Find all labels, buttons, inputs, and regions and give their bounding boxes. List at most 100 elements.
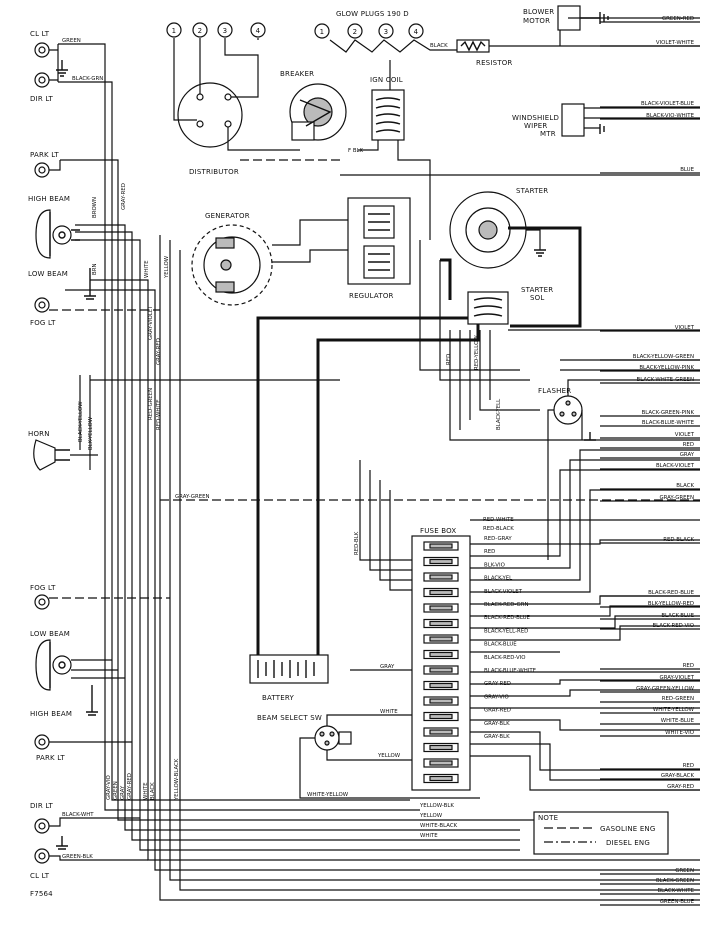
glow-plug-terminal-circle	[314, 23, 330, 39]
wire-red-v: RED	[446, 354, 452, 365]
fuse-element	[429, 698, 453, 704]
right-wire-label: BLUE	[680, 167, 694, 173]
fuse-wire-label: BLACK-BLUE	[484, 642, 517, 648]
right-wire-label: BLACK-WHITE	[657, 888, 694, 894]
wire-blk-yellow-v: BLK-YELLOW	[88, 416, 94, 450]
ign-wires	[419, 240, 530, 381]
note-gasoline: GASOLINE ENG	[600, 825, 656, 833]
wire-bl-yellow-blk: YELLOW-BLK	[419, 803, 454, 809]
regulator	[347, 197, 411, 285]
windshield-label-3: MTR	[540, 130, 556, 138]
right-wire-label: GREEN	[675, 868, 694, 874]
ign-coil	[358, 60, 431, 240]
fuse-element	[429, 543, 453, 549]
right-wire-label: VIOLET	[675, 325, 695, 331]
fog-lt-bottom-label: FOG LT	[30, 584, 56, 592]
wire-red-yellow-v: RED-YELLOW	[474, 335, 480, 370]
right-wire-label: RED	[683, 763, 694, 769]
note-diesel: DIESEL ENG	[606, 839, 650, 847]
fuse-wire-label: GRAY-RED	[484, 708, 511, 714]
wire-bottom-yellow-blk: YELLOW-BLACK	[174, 758, 180, 801]
fuses	[423, 541, 459, 784]
fuse-wire-label: GRAY-BLK	[484, 734, 510, 740]
right-wire-label: GRAY-GREEN-YELLOW	[636, 686, 695, 692]
park-lt-bottom	[34, 734, 132, 750]
wire-red-white-v: RED-WHITE	[156, 399, 162, 430]
wire-bottom-gray-red: GRAY-RED	[127, 773, 133, 800]
fuse-wire-label: BLACK-YEL	[484, 576, 512, 582]
right-wire-label: BLACK	[676, 483, 694, 489]
distributor-terminal-circle	[250, 22, 266, 38]
low-beam-bottom-label: LOW BEAM	[30, 630, 70, 638]
battery-label: BATTERY	[262, 694, 295, 702]
distributor-terminal-number: 2	[198, 27, 203, 35]
right-wire-label: RED	[683, 442, 694, 448]
glow-plug-terminal-circle	[347, 23, 363, 39]
fog-lt-bottom	[34, 594, 170, 610]
right-wire-label: WHITE-VIO	[665, 730, 694, 736]
fuse-element	[429, 682, 453, 689]
right-wire-labels: GREEN-REDVIOLET-WHITEBLACK-VIOLET-BLUEBL…	[600, 16, 700, 906]
battery-cables	[256, 226, 582, 655]
wire-bl-white: WHITE	[420, 833, 438, 839]
right-wire-label: BLACK-WHITE-GREEN	[637, 377, 694, 383]
high-beam-top	[35, 209, 96, 300]
wire-yellow: YELLOW	[164, 255, 170, 279]
flasher-label: FLASHER	[538, 387, 571, 395]
right-wire-label: GRAY-BLACK	[661, 773, 695, 779]
glow-plug-number: 3	[384, 28, 389, 36]
fuse-wire-label: BLACK-BLUE-WHITE	[484, 668, 537, 674]
wire-gray-red-v: GRAY-RED	[156, 338, 162, 365]
distributor-terminal-circle	[217, 22, 233, 38]
fuse-wire-label: GRAY-VIO	[484, 694, 509, 700]
right-wire-label: RED	[683, 663, 694, 669]
fuse-element	[429, 744, 453, 751]
right-wire-label: GRAY-VIOLET	[660, 675, 695, 681]
glow-plug-number: 4	[414, 28, 419, 36]
battery	[249, 654, 329, 684]
right-wire-label: GRAY-RED	[667, 784, 694, 790]
wire-red-green-v: RED-GREEN	[148, 388, 154, 420]
wire-black-yellow-v: BLACK-YELLOW	[78, 401, 84, 442]
wire-bs-white: WHITE	[380, 709, 398, 715]
regulator-label: REGULATOR	[349, 292, 394, 300]
fuse-wire-labels: RED-GRAYREDBLK-VIOBLACK-YELBLACK-VIOLETB…	[484, 536, 537, 740]
right-wire-label: GREEN-RED	[662, 16, 694, 22]
generator-label: GENERATOR	[205, 212, 250, 220]
distributor	[173, 38, 340, 161]
wire-black-yell-v: BLACK-YELL	[496, 399, 502, 430]
generator	[191, 219, 348, 306]
wire-bl-white-black: WHITE-BLACK	[420, 823, 458, 829]
dir-lt-top-label: DIR LT	[30, 95, 53, 103]
starter-label: STARTER	[516, 187, 548, 195]
blower-motor-label-1: BLOWER	[523, 8, 554, 16]
starter-solenoid	[467, 291, 509, 325]
fuse-element	[429, 760, 453, 766]
right-wire-label: BLACK-VIO-WHITE	[646, 113, 694, 119]
fuse-feed-wires	[350, 460, 412, 671]
note-box	[533, 811, 669, 855]
fuse-wire-label: RED	[484, 549, 495, 555]
fuse-element	[429, 558, 453, 565]
flasher	[547, 359, 700, 560]
wire-brn: BRN	[92, 264, 98, 275]
fuse-element	[429, 605, 453, 611]
glow-plug-number: 1	[320, 28, 325, 36]
fuse-out-wires-mid	[470, 595, 700, 653]
glow-plug-terminal-circle	[378, 23, 394, 39]
right-wire-label: BLACK-GREEN	[656, 878, 694, 884]
fuse-wire-label: BLACK-RED-GRN	[484, 602, 529, 608]
starter-sol-label-2: SOL	[530, 294, 544, 302]
wire-bs-yellow: YELLOW	[377, 753, 401, 759]
right-wire-label: GRAY	[680, 452, 695, 458]
blower-motor	[557, 5, 700, 31]
ign-coil-label: IGN COIL	[370, 76, 403, 84]
wire-cl-green-blk: GREEN-BLK	[62, 854, 93, 860]
figure-code: F7564	[30, 890, 53, 898]
fuse-element	[429, 574, 453, 580]
dir-cl-lt-bottom	[34, 817, 148, 864]
fuse-wire-label: BLACK-RED-VIO	[484, 655, 526, 661]
right-wire-label: BLACK-GREEN-PINK	[642, 410, 695, 416]
